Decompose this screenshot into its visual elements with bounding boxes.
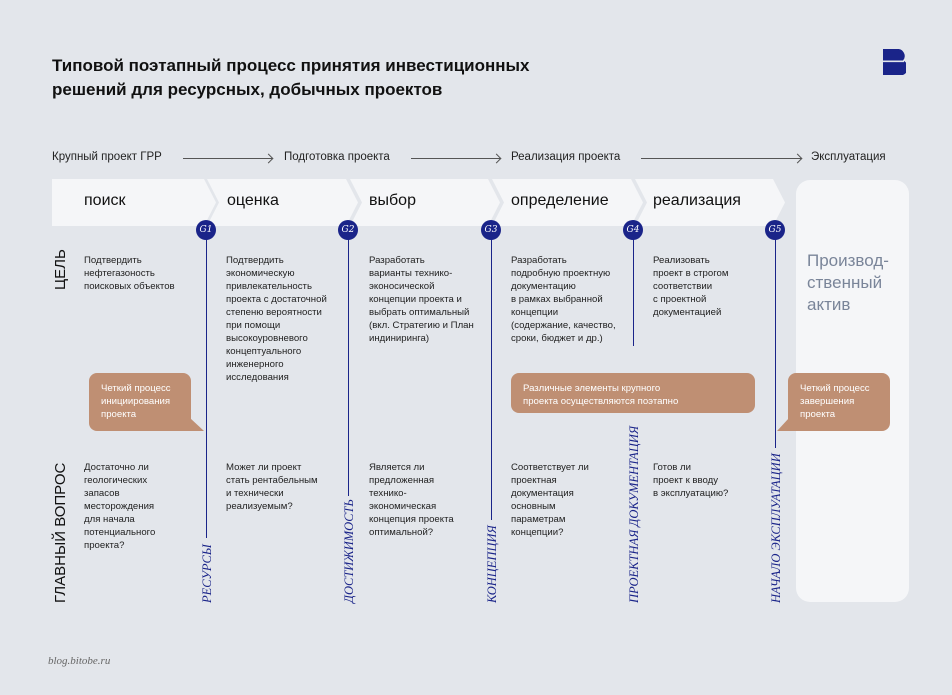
- phase-label: Крупный проект ГРР: [52, 151, 162, 163]
- stage-label: определение: [511, 192, 609, 209]
- row-label-goal: ЦЕЛЬ: [52, 249, 69, 290]
- stage-chevron: оценка: [207, 179, 358, 226]
- goal-text: Разработать подробную проектную документ…: [511, 255, 616, 344]
- gate-badge: G5: [765, 220, 785, 240]
- gate-label: НАЧАЛО ЭКСПЛУАТАЦИИ: [769, 453, 783, 603]
- gate-label: ДОСТИЖИМОСТЬ: [342, 499, 356, 603]
- gate-label: ПРОЕКТНАЯ ДОКУМЕНТАЦИЯ: [627, 425, 641, 603]
- arrow-icon: [183, 158, 272, 159]
- goal-text: Подтвердить экономическую привлекательно…: [226, 255, 327, 383]
- gate-line: [775, 236, 777, 448]
- stage-label: поиск: [84, 192, 126, 209]
- question-text: Соответствует ли проектная документация …: [511, 462, 589, 538]
- question-text: Является ли предложенная технико- эконом…: [369, 462, 454, 538]
- stage-label: выбор: [369, 192, 416, 209]
- gate-line: [206, 236, 208, 538]
- gate-label: РЕСУРСЫ: [200, 544, 214, 603]
- arrow-icon: [641, 158, 801, 159]
- bitobe-logo-icon: [883, 49, 906, 75]
- goal-text: Разработать варианты технико- эконосичес…: [369, 255, 474, 344]
- callout-tail: [777, 418, 789, 431]
- phase-label: Подготовка проекта: [284, 151, 390, 163]
- goal-text: Реализовать проект в строгом соответстви…: [653, 255, 729, 318]
- final-panel-text: Производ- ственный актив: [807, 251, 889, 314]
- question-text: Достаточно ли геологических запасов мест…: [84, 462, 156, 551]
- question-text: Может ли проект стать рентабельным и тех…: [226, 462, 318, 512]
- stage-chevron: реализация: [635, 179, 785, 226]
- stage-chevron: поиск: [52, 179, 216, 226]
- gate-badge: G1: [196, 220, 216, 240]
- gate-label: КОНЦЕПЦИЯ: [485, 525, 499, 603]
- phase-label: Реализация проекта: [511, 151, 621, 163]
- callout-tail: [190, 418, 204, 431]
- gate-line: [491, 236, 493, 520]
- footer-url: blog.bitobe.ru: [48, 655, 111, 667]
- page-title: Типовой поэтапный процесс принятия инвес…: [52, 56, 530, 99]
- stage-chevron: выбор: [350, 179, 500, 226]
- row-label-question: ГЛАВНЫЙ ВОПРОС: [52, 462, 69, 603]
- gate-badge: G4: [623, 220, 643, 240]
- question-text: Готов ли проект к вводу в эксплуатацию?: [653, 462, 729, 499]
- gate-line: [633, 236, 635, 346]
- callout-bubble: Различные элементы крупного проекта осущ…: [511, 373, 755, 413]
- gate-line: [348, 236, 350, 496]
- gate-badge: G3: [481, 220, 501, 240]
- stage-label: реализация: [653, 192, 741, 209]
- gate-badge: G2: [338, 220, 358, 240]
- callout-bubble: Четкий процесс инициирования проекта: [89, 373, 191, 431]
- phase-label: Эксплуатация: [811, 151, 886, 163]
- stage-label: оценка: [227, 192, 279, 209]
- goal-text: Подтвердить нефтегазоность поисковых объ…: [84, 255, 175, 292]
- callout-bubble: Четкий процесс завершения проекта: [788, 373, 890, 431]
- stage-chevron: определение: [492, 179, 643, 226]
- arrow-icon: [411, 158, 500, 159]
